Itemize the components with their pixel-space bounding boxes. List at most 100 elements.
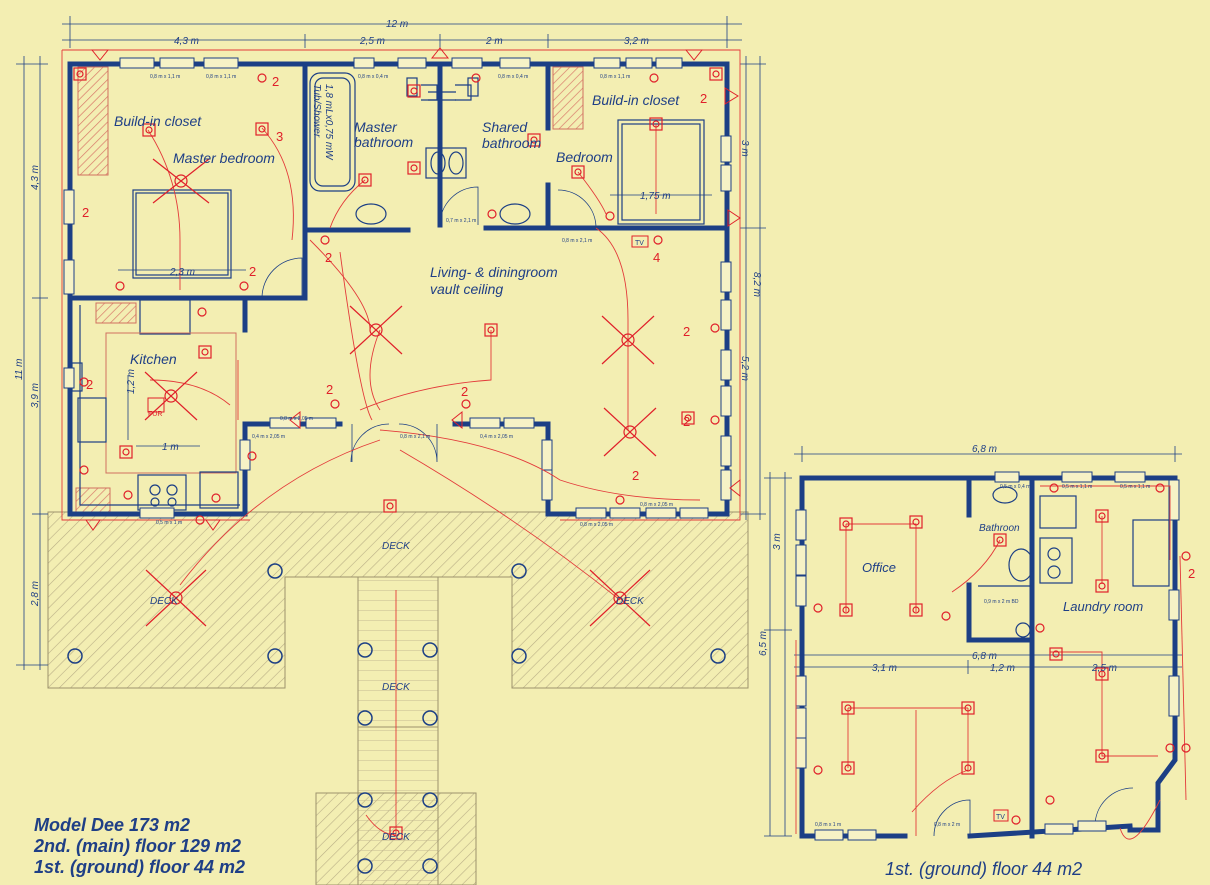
dim-g-25: 2,5 m bbox=[1091, 663, 1117, 674]
title-main-floor: 2nd. (main) floor 129 m2 bbox=[34, 836, 242, 856]
circuit-number: 3 bbox=[276, 129, 283, 144]
title-model: Model Dee 173 m2 bbox=[34, 815, 191, 835]
window-size-label: 0,8 m x 1,1 m bbox=[600, 74, 630, 80]
closet-left-shelf bbox=[77, 66, 109, 176]
dim-g-12: 1,2 m bbox=[990, 663, 1015, 674]
deck-posts bbox=[67, 563, 726, 874]
label-bathroom-ground: Bathroon bbox=[979, 523, 1020, 534]
circuit-number: 2 bbox=[683, 414, 690, 429]
ground-floor-windows bbox=[795, 471, 1180, 841]
circuit-number: 2 bbox=[1188, 566, 1195, 581]
dim-left-43: 4,3 m bbox=[30, 165, 41, 190]
kitchen-counters bbox=[71, 299, 240, 511]
dim-bed1: 2,3 m bbox=[169, 267, 195, 278]
dim-seg4: 3,2 m bbox=[624, 36, 649, 47]
outlets bbox=[79, 73, 720, 525]
window-size-label: 0,5 m x 0,4 m bbox=[1000, 484, 1030, 490]
window-size-label: 0,8 m x 2,1 m bbox=[400, 434, 430, 440]
label-fur: FUR bbox=[148, 411, 162, 418]
dim-g-width2: 6,8 m bbox=[972, 651, 997, 662]
label-deck-stair2: DECK bbox=[382, 832, 411, 843]
label-tub-size: 1,8 mLx0,75 mW bbox=[323, 84, 334, 161]
dim-left-39: 3,9 m bbox=[30, 383, 41, 408]
circuit-numbers: 2 3 2 2 2 2 4 2 2 2 2 2 2 2 bbox=[82, 74, 1195, 581]
ground-dimension-lines bbox=[764, 446, 1182, 837]
label-deck-stair1: DECK bbox=[382, 682, 411, 693]
circuit-number: 2 bbox=[86, 377, 93, 392]
window-size-label: 0,8 m x 1,1 m bbox=[206, 74, 236, 80]
door-swings bbox=[261, 186, 597, 463]
label-tub: Tub/Shower bbox=[311, 84, 322, 138]
circuit-number: 2 bbox=[272, 74, 279, 89]
window-size-label: 0,5 m x 1 m bbox=[156, 520, 182, 526]
dim-seg1: 4,3 m bbox=[174, 36, 199, 47]
label-shared-bath-1: Shared bbox=[482, 119, 528, 135]
dim-kitchen-12: 1,2 m bbox=[126, 369, 137, 394]
label-master-bedroom: Master bedroom bbox=[173, 150, 275, 166]
window-size-label: 0,4 m x 2,05 m bbox=[480, 434, 513, 440]
dim-seg2: 2,5 m bbox=[359, 36, 385, 47]
label-deck-left: DECK bbox=[150, 596, 179, 607]
window-size-label: 0,5 m x 1,1 m bbox=[1120, 484, 1150, 490]
label-office: Office bbox=[862, 560, 896, 575]
window-size-label: 0,5 m x 1,1 m bbox=[1062, 484, 1092, 490]
label-deck-right: DECK bbox=[616, 596, 645, 607]
dim-right-3: 3 m bbox=[739, 140, 750, 157]
circuit-number: 2 bbox=[325, 250, 332, 265]
window-size-label: 0,8 m x 0,4 m bbox=[358, 74, 388, 80]
label-kitchen: Kitchen bbox=[130, 351, 177, 367]
circuit-number: 2 bbox=[683, 324, 690, 339]
dimension-labels: 12 m 4,3 m 2,5 m 2 m 3,2 m 4,3 m 11 m 3,… bbox=[14, 19, 1117, 674]
window-size-labels: 0,8 m x 1,1 m 0,8 m x 1,1 m 0,8 m x 0,4 … bbox=[150, 74, 1150, 828]
label-laundry: Laundry room bbox=[1063, 599, 1143, 614]
label-master-bath-2: bathroom bbox=[354, 134, 413, 150]
circuit-number: 2 bbox=[249, 264, 256, 279]
title-block: Model Dee 173 m2 2nd. (main) floor 129 m… bbox=[34, 815, 245, 878]
label-living-1: Living- & diningroom bbox=[430, 264, 558, 280]
label-shared-bath-2: bathroom bbox=[482, 135, 541, 151]
ground-fixtures-red bbox=[839, 509, 1109, 775]
window-size-label: 0,8 m x 2,1 m bbox=[562, 238, 592, 244]
label-tv-2: TV bbox=[996, 814, 1005, 821]
window-size-label: 0,8 m x 1,1 m bbox=[150, 74, 180, 80]
label-master-bath-1: Master bbox=[354, 119, 398, 135]
marker-triangles bbox=[85, 47, 741, 531]
room-labels: Build-in closet Master bedroom Master ba… bbox=[114, 84, 1143, 843]
furniture bbox=[132, 72, 705, 279]
window-size-label: 0,4 m x 2,05 m bbox=[252, 434, 285, 440]
dim-g-right65: 6,5 m bbox=[758, 631, 769, 656]
ground-plan-title: 1st. (ground) floor 44 m2 bbox=[885, 859, 1083, 879]
dim-kitchen-1: 1 m bbox=[162, 442, 179, 453]
deck-area bbox=[47, 511, 749, 885]
label-living-2: vault ceiling bbox=[430, 281, 503, 297]
label-bedroom: Bedroom bbox=[556, 149, 613, 165]
circuit-number: 2 bbox=[700, 91, 707, 106]
dim-left-28: 2,8 m bbox=[30, 581, 41, 607]
window-size-label: 0,7 m x 2,1 m bbox=[446, 218, 476, 224]
kitchen-corner bbox=[75, 487, 111, 517]
label-closet-right: Build-in closet bbox=[592, 92, 680, 108]
ground-outlets bbox=[813, 483, 1191, 825]
closet-right-shelf bbox=[552, 66, 584, 130]
window-size-label: 0,8 m x 1 m bbox=[815, 822, 841, 828]
title-ground-floor: 1st. (ground) floor 44 m2 bbox=[34, 857, 246, 877]
ground-floor-fixtures bbox=[933, 486, 1170, 837]
light-fixtures bbox=[73, 67, 723, 840]
dim-total-width: 12 m bbox=[386, 19, 408, 30]
ground-wiring bbox=[795, 485, 1187, 840]
circuit-number: 2 bbox=[326, 382, 333, 397]
dim-g-left3: 3 m bbox=[772, 533, 783, 550]
main-floor-windows bbox=[63, 57, 732, 519]
dim-right-82: 8,2 m bbox=[751, 272, 762, 297]
dimension-lines bbox=[16, 16, 766, 670]
circuit-number: 2 bbox=[461, 384, 468, 399]
circuit-number: 4 bbox=[653, 250, 660, 265]
window-size-label: 0,8 m x 2,05 m bbox=[640, 502, 673, 508]
circuit-number: 2 bbox=[632, 468, 639, 483]
electrical-wiring bbox=[61, 49, 741, 836]
window-size-label: 0,9 m x 2 m BD bbox=[984, 599, 1019, 605]
kitchen-counter-top bbox=[95, 302, 137, 324]
dim-seg3: 2 m bbox=[485, 36, 503, 47]
circuit-number: 2 bbox=[82, 205, 89, 220]
